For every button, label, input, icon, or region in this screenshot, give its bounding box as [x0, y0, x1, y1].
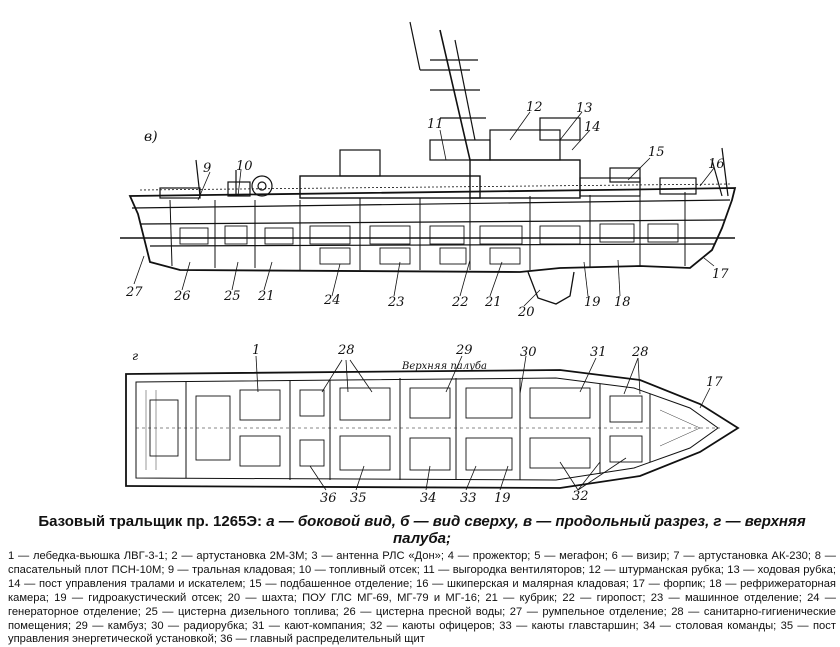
callout-35: 35: [350, 491, 367, 506]
callout-19: 19: [584, 295, 601, 310]
callout-28: 28: [338, 343, 355, 358]
callout-14: 14: [584, 120, 601, 135]
callout-36: 36: [320, 491, 337, 506]
ship-drawing: [120, 21, 740, 491]
side-view-panel-letter: в): [144, 129, 158, 145]
callout-16: 16: [708, 157, 725, 172]
caption-title-rest: а — боковой вид, б — вид сверху, в — про…: [266, 513, 806, 547]
callout-10: 10: [236, 159, 253, 174]
callout-13: 13: [576, 101, 593, 116]
deck-caption: Верхняя палуба: [402, 361, 487, 372]
callout-23: 23: [388, 295, 405, 310]
callout-9: 9: [203, 161, 212, 176]
callout-18: 18: [614, 295, 631, 310]
callout-21-aft: 21: [258, 289, 275, 304]
callout-33: 33: [460, 491, 477, 506]
callout-27: 27: [126, 285, 143, 300]
callout-30: 30: [520, 345, 537, 360]
callout-29: 29: [456, 343, 473, 358]
callout-24: 24: [324, 293, 341, 308]
callout-21: 21: [485, 295, 502, 310]
callout-17-deck: 17: [706, 375, 723, 390]
callout-25: 25: [224, 289, 241, 304]
callout-22: 22: [452, 295, 469, 310]
caption-title-prefix: Базовый тральщик пр. 1265Э:: [38, 513, 263, 530]
callout-19-deck: 19: [494, 491, 511, 506]
callout-15: 15: [648, 145, 665, 160]
callout-34: 34: [420, 491, 437, 506]
callout-11: 11: [427, 117, 444, 132]
callout-12: 12: [526, 100, 543, 115]
callout-17: 17: [712, 267, 729, 282]
side-section: [120, 21, 737, 305]
callout-32: 32: [572, 489, 589, 504]
caption-legend: 1 — лебедка-вьюшка ЛВГ-3-1; 2 — артустан…: [8, 550, 836, 646]
caption-title: Базовый тральщик пр. 1265Э: а — боковой …: [8, 513, 836, 547]
top-view-panel-letter: г: [132, 349, 139, 363]
figure-caption: Базовый тральщик пр. 1265Э: а — боковой …: [8, 513, 836, 647]
callout-31: 31: [590, 345, 607, 360]
callout-28-fwd: 28: [632, 345, 649, 360]
deck-plan: [125, 369, 740, 489]
callout-20: 20: [518, 305, 535, 320]
callout-26: 26: [174, 289, 191, 304]
callout-1: 1: [252, 343, 261, 358]
